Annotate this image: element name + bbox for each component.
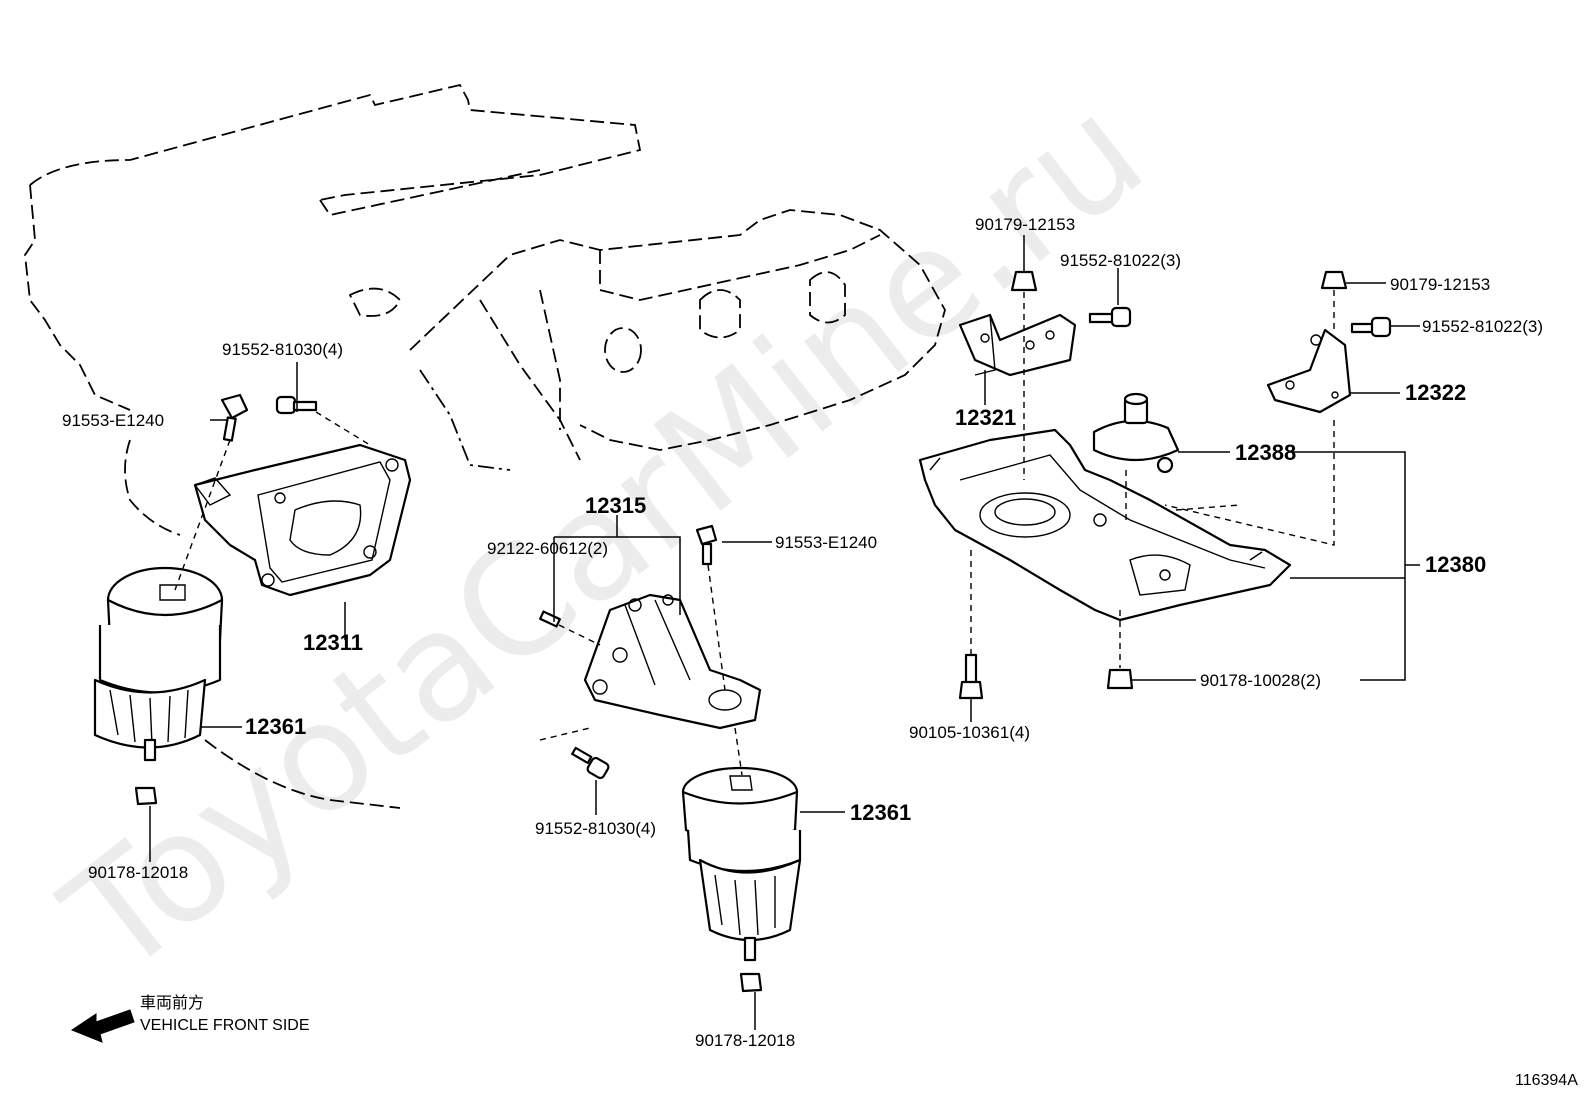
label-91552-81030-top: 91552-81030(4) [222, 340, 343, 359]
leader-lines [149, 235, 1420, 1030]
label-12311: 12311 [303, 630, 363, 655]
label-91552-81030-bottom: 91552-81030(4) [535, 819, 656, 838]
label-90178-12018-left: 90178-12018 [88, 863, 188, 882]
mount-12388[interactable] [1092, 392, 1180, 474]
center-group-dashed-lines [539, 564, 743, 776]
label-90105-10361: 90105-10361(4) [909, 723, 1030, 742]
bracket-12322[interactable] [1266, 328, 1352, 414]
engine-mount-12361-center[interactable] [681, 766, 802, 962]
figure-id: 116394A [1515, 1072, 1578, 1089]
bolt-91552-81030-top[interactable] [275, 395, 318, 415]
direction-english: VEHICLE FRONT SIDE [140, 1017, 310, 1034]
bracket-12311[interactable] [193, 443, 412, 597]
label-90178-12018-center: 90178-12018 [695, 1031, 795, 1050]
label-91552-81022-a: 91552-81022(3) [1060, 251, 1181, 270]
label-92122-60612: 92122-60612(2) [487, 539, 608, 558]
vehicle-front-indicator: 車両前方 VEHICLE FRONT SIDE [70, 994, 310, 1043]
right-group-dashed-lines [970, 290, 1335, 668]
bolt-91553-e1240-center[interactable] [695, 524, 718, 566]
label-91553-e1240-center: 91553-E1240 [775, 533, 877, 552]
label-90178-10028: 90178-10028(2) [1200, 671, 1321, 690]
bolt-91552-81022-a[interactable] [1088, 306, 1132, 328]
bolt-91553-e1240-left[interactable] [220, 393, 249, 442]
crossmember-12380[interactable] [918, 428, 1292, 622]
bolt-90105-10361[interactable] [958, 653, 984, 700]
bracket-12321[interactable] [958, 313, 1077, 377]
label-91552-81022-b: 91552-81022(3) [1422, 317, 1543, 336]
label-12315: 12315 [585, 493, 646, 518]
bracket-12315[interactable] [583, 593, 762, 730]
label-12361-left: 12361 [245, 714, 306, 739]
bolt-91552-81022-b[interactable] [1350, 316, 1392, 338]
nut-90178-12018-center[interactable] [739, 972, 763, 993]
front-arrow-icon [70, 1009, 135, 1043]
nut-90179-12153-b[interactable] [1320, 270, 1348, 290]
direction-japanese: 車両前方 [140, 994, 204, 1012]
label-12380: 12380 [1425, 552, 1486, 577]
label-12322: 12322 [1405, 380, 1466, 405]
label-12321: 12321 [955, 405, 1016, 430]
label-91553-e1240-left: 91553-E1240 [62, 411, 164, 430]
label-12361-center: 12361 [850, 800, 911, 825]
bolt-91552-81030-bottom[interactable] [571, 746, 610, 780]
engine-mount-12361-left[interactable] [93, 566, 224, 762]
nut-90178-12018-left[interactable] [134, 786, 158, 806]
engine-ghost-outline [24, 83, 946, 809]
left-group-dashed-lines [174, 411, 371, 591]
label-90179-12153-a: 90179-12153 [975, 215, 1075, 234]
nut-90179-12153-a[interactable] [1010, 270, 1038, 292]
nut-90178-10028[interactable] [1106, 668, 1134, 690]
stud-92122-60612[interactable] [539, 610, 561, 628]
label-12388: 12388 [1235, 440, 1296, 465]
label-90179-12153-b: 90179-12153 [1390, 275, 1490, 294]
